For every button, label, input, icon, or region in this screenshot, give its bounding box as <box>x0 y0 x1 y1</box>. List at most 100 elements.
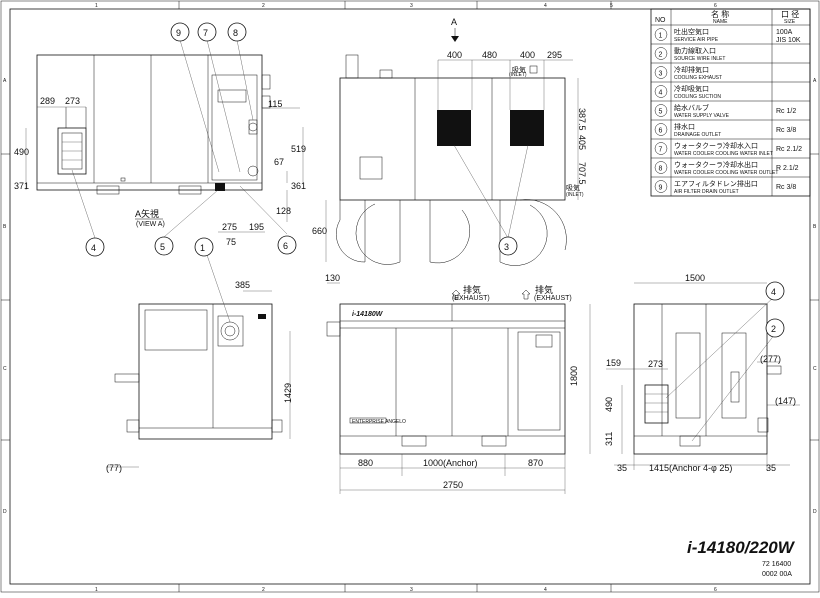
balloon-5: 5 <box>154 236 174 256</box>
row-size: Rc 1/2 <box>776 108 796 115</box>
dim-371: 371 <box>14 181 29 191</box>
front-logo: i-14180W <box>352 311 384 318</box>
row-size-2: JIS 10K <box>776 37 801 44</box>
inlet-label-top: 吸気 <box>512 65 526 74</box>
svg-text:5: 5 <box>160 242 165 252</box>
row-number-circle <box>654 123 668 136</box>
row-number-circle <box>654 142 668 155</box>
balloon-4-view-a: 4 <box>85 237 105 257</box>
dim-361: 361 <box>291 181 306 191</box>
row-number: 4 <box>659 90 663 97</box>
row-name: ウォータクーラ冷却水出口 <box>674 160 758 169</box>
dim-490: 490 <box>14 147 29 157</box>
front-plate: ENTERPRISE ANGELO <box>352 419 406 425</box>
row-label: A <box>813 78 817 84</box>
dim-115: 115 <box>268 99 282 109</box>
row-number: 9 <box>659 185 663 192</box>
front-view: i-14180W ENTERPRISE ANGELO 排気 (EXHAUST) … <box>325 273 591 494</box>
exhaust-label-2: 排気 <box>535 284 553 295</box>
table-header-size-en: SIZE <box>784 19 796 25</box>
dim-870: 870 <box>528 458 543 468</box>
col-label: 6 <box>714 3 717 9</box>
dim-480: 480 <box>482 50 497 60</box>
inlet-label-side: 吸気 <box>566 183 580 192</box>
dim-385: 385 <box>235 280 250 290</box>
row-label: B <box>813 224 817 230</box>
dim-77: (77) <box>106 463 122 473</box>
dim-35-left: 35 <box>617 463 627 473</box>
row-size: Rc 3/8 <box>776 184 796 191</box>
dim-405: 405 <box>577 135 587 150</box>
dim-1429: 1429 <box>283 383 293 403</box>
row-name: 給水バルブ <box>674 103 709 112</box>
dim-147: (147) <box>775 396 796 406</box>
col-label: 2 <box>262 587 265 593</box>
svg-text:1: 1 <box>200 243 205 253</box>
row-number: 8 <box>659 166 663 173</box>
row-label: D <box>813 509 817 515</box>
row-name: 冷却排気口 <box>674 65 709 74</box>
dim-490: 490 <box>604 397 614 412</box>
dim-1415-anchor: 1415(Anchor 4-φ 25) <box>649 463 732 473</box>
dim-295: 295 <box>547 50 562 60</box>
row-name-en: WATER COOLER COOLING WATER INLET <box>674 151 773 157</box>
row-label: C <box>813 366 817 372</box>
dim-273: 273 <box>648 359 663 369</box>
row-name: 吐出空気口 <box>674 27 709 36</box>
table-header-name: 名 称 <box>711 9 729 19</box>
dim-35-right: 35 <box>766 463 776 473</box>
row-name-en: WATER SUPPLY VALVE <box>674 113 730 119</box>
dim-275: 275 <box>222 222 237 232</box>
row-number-circle <box>654 85 668 98</box>
table-header-no: NO <box>655 17 666 24</box>
svg-text:7: 7 <box>203 28 208 38</box>
table-header-name-en: NAME <box>713 19 728 25</box>
dim-1800: 1800 <box>569 366 579 386</box>
dim-387-5: 387.5 <box>577 108 587 131</box>
dim-660: 660 <box>312 226 327 236</box>
balloon-1: 1 <box>194 237 214 257</box>
svg-text:3: 3 <box>504 242 509 252</box>
dim-277: (277) <box>760 354 781 364</box>
svg-text:4: 4 <box>91 243 96 253</box>
view-a-label: A矢視 <box>135 208 159 219</box>
row-label: B <box>3 224 7 230</box>
row-name: ウォータクーラ冷却水入口 <box>674 141 758 150</box>
dim-400a: 400 <box>447 50 462 60</box>
row-name-en: SERVICE AIR PIPE <box>674 37 719 43</box>
dim-880: 880 <box>358 458 373 468</box>
col-label: 3 <box>410 587 413 593</box>
row-name-en: SOURCE WIRE INLET <box>674 56 725 62</box>
dim-159: 159 <box>606 358 621 368</box>
dim-1500: 1500 <box>685 273 705 283</box>
dim-195: 195 <box>249 222 264 232</box>
row-number-circle <box>654 180 668 193</box>
title-block: i-14180/220W 72 16400 0002 00A <box>687 538 796 578</box>
right-side-view: 1500 159 273 490 311 (277) (147) 35 1415… <box>604 273 800 473</box>
drawing-code-2: 0002 00A <box>762 571 792 578</box>
row-name-en: COOLING SUCTION <box>674 94 721 100</box>
dim-130: 130 <box>325 273 340 283</box>
svg-text:2: 2 <box>771 324 776 334</box>
row-number-circle <box>654 161 668 174</box>
svg-text:4: 4 <box>771 287 776 297</box>
row-number-circle <box>654 28 668 41</box>
exhaust-label-2-en: (EXHAUST) <box>534 295 572 302</box>
dim-1000-anchor: 1000(Anchor) <box>423 458 478 468</box>
balloon-8: 8 <box>227 22 247 42</box>
view-arrow-a: A <box>451 17 457 27</box>
row-label: D <box>3 509 7 515</box>
row-name-en: COOLING EXHAUST <box>674 75 722 81</box>
dim-273: 273 <box>65 96 80 106</box>
col-label: 4 <box>544 3 547 9</box>
dim-2750: 2750 <box>443 480 463 490</box>
inlet-label-side-en: (INLET) <box>566 192 584 198</box>
row-name-en: WATER COOLER COOLING WATER OUTLET <box>674 170 778 176</box>
row-size: Rc 2.1/2 <box>776 146 802 153</box>
dim-400b: 400 <box>520 50 535 60</box>
col-label: 6 <box>714 587 717 593</box>
col-label: 1 <box>95 3 98 9</box>
balloon-2: 2 <box>765 318 785 338</box>
row-number-circle <box>654 47 668 60</box>
